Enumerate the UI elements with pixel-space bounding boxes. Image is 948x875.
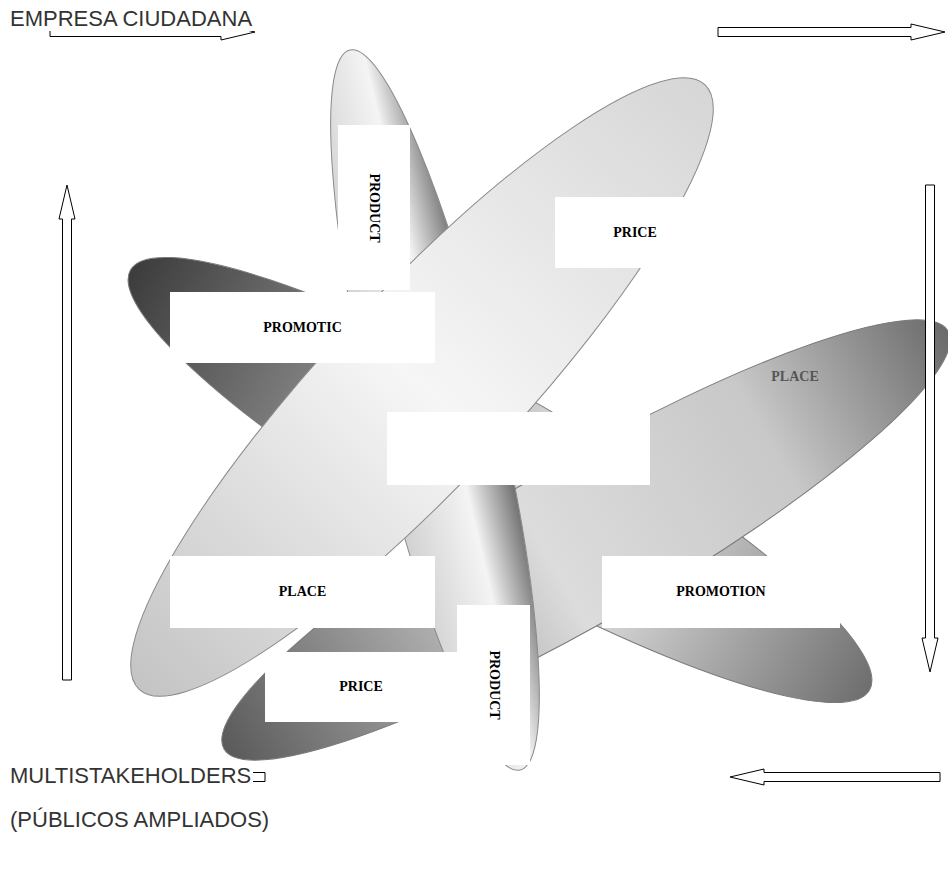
- mix-label: PLACE: [279, 584, 326, 600]
- mix-label: PRICE: [339, 679, 383, 695]
- mix-box: PRODUCT: [457, 605, 530, 765]
- side-label: EMPRESA CIUDADANA: [8, 6, 254, 31]
- mix-box: PLACE: [740, 360, 850, 394]
- mix-box: PRICE: [555, 197, 715, 268]
- mix-box: PROMOTION: [602, 556, 840, 628]
- cycle-arrows: [50, 24, 945, 785]
- side-label: (PÚBLICOS AMPLIADOS): [8, 807, 271, 832]
- petals: [70, 20, 948, 818]
- block-arrow: [59, 185, 75, 680]
- block-arrow: [730, 769, 940, 785]
- petal: [70, 20, 774, 754]
- mix-box: PRODUCT: [338, 125, 410, 290]
- block-arrow: [718, 24, 945, 40]
- mix-box: PROMOTIC: [170, 292, 435, 363]
- mix-label: PROMOTIC: [263, 320, 342, 336]
- mix-label: PRICE: [613, 225, 657, 241]
- mix-label: PRODUCT: [366, 173, 382, 242]
- mix-label: PROMOTION: [676, 584, 765, 600]
- mix-label: PRODUCT: [485, 650, 501, 719]
- side-label: MULTISTAKEHOLDERS: [8, 763, 253, 788]
- center-box: [387, 412, 650, 485]
- mix-label: PLACE: [771, 369, 818, 385]
- mix-box: PRICE: [265, 652, 457, 722]
- block-arrow: [922, 185, 938, 672]
- mix-box: PLACE: [170, 556, 435, 628]
